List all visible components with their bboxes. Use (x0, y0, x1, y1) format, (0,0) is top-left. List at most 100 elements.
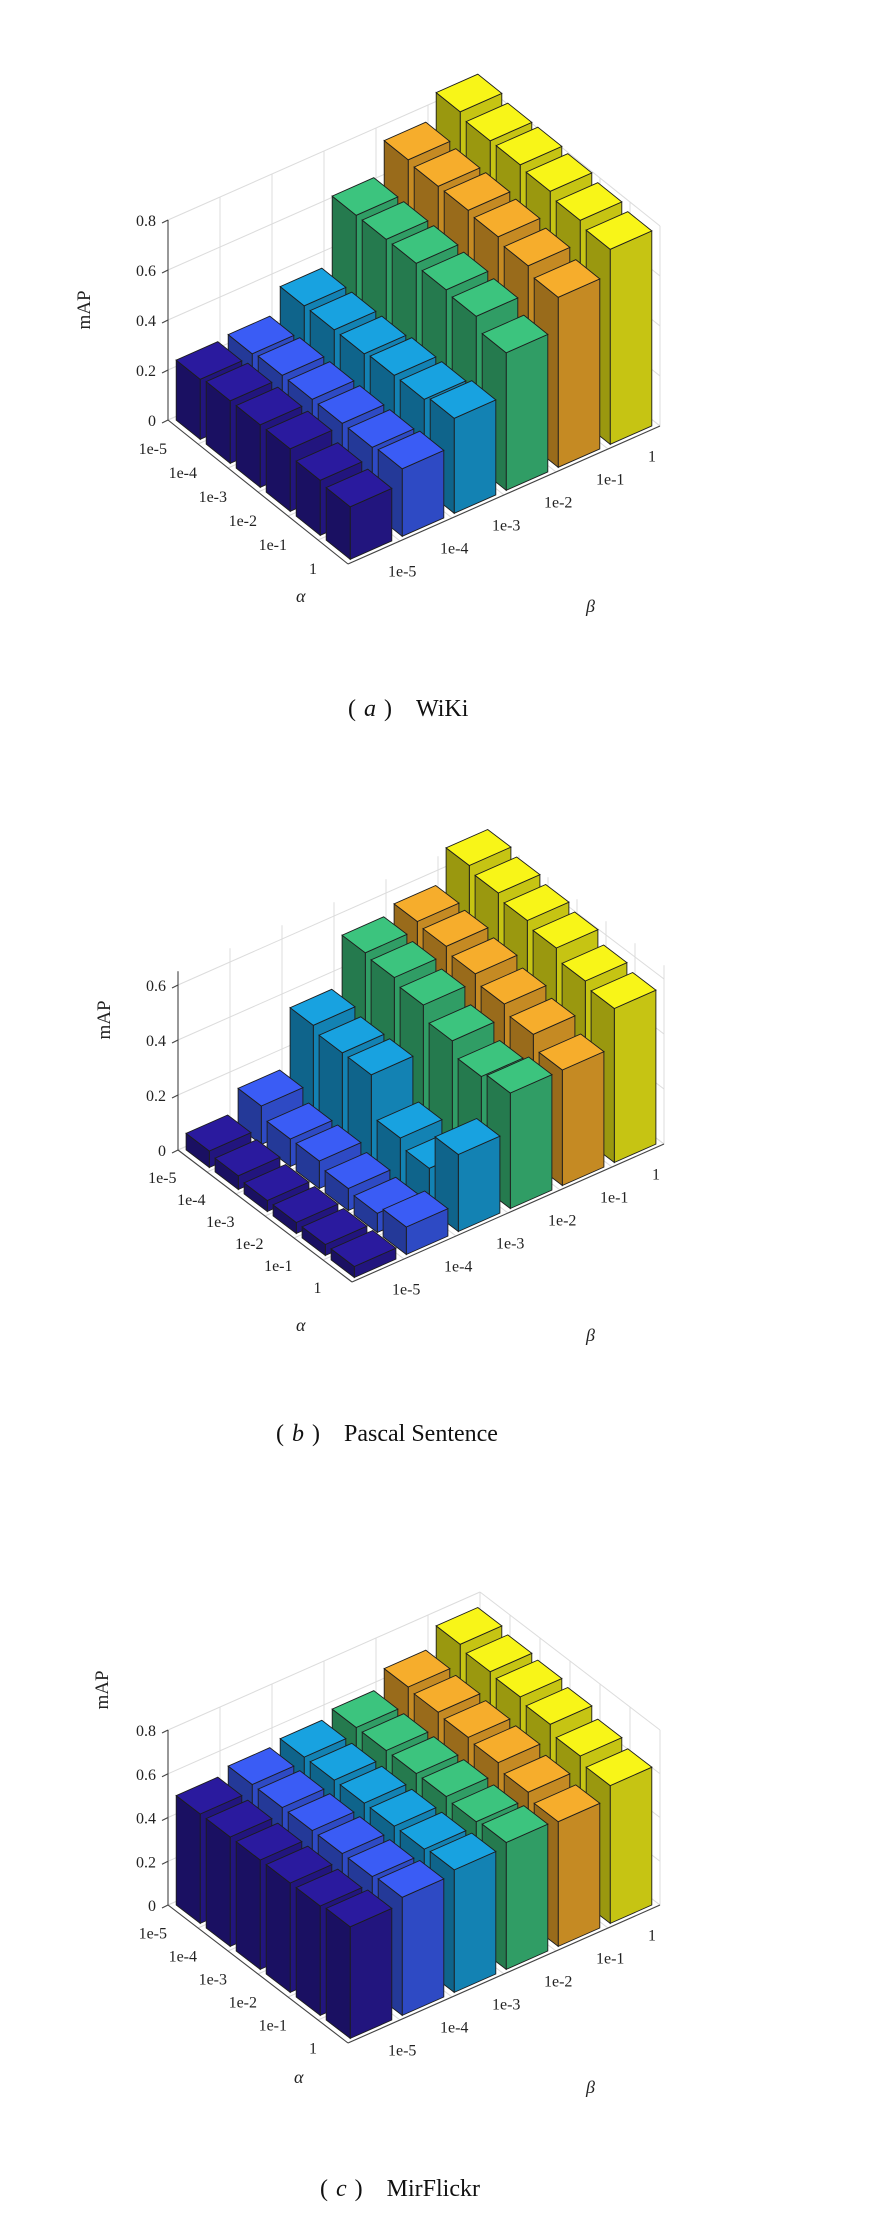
beta-tick-label: 1e-4 (440, 541, 468, 558)
bar-top-face (525, 1686, 593, 1725)
z-tick-label: 0 (148, 1898, 156, 1915)
beta-axis-label: β (585, 1325, 595, 1345)
bar-top-face (257, 1770, 325, 1809)
z-tick-mark (161, 319, 169, 324)
bar-top-face (266, 1102, 333, 1140)
beta-tick-label: 1e-1 (596, 1951, 624, 1968)
z-tick-label: 0.6 (136, 1767, 156, 1784)
bar-top-face (473, 1725, 541, 1764)
chart-wiki-axis-labels: mAP α β (74, 290, 595, 616)
bar-top-face (451, 278, 519, 317)
z-tick-mark (171, 984, 179, 989)
bar-top-face (590, 971, 657, 1010)
bar-top-face (265, 1845, 333, 1884)
beta-tick-label: 1e-1 (596, 472, 624, 489)
bar-top-face (429, 380, 497, 419)
alpha-tick-label: 1e-3 (199, 489, 227, 506)
alpha-axis-line (167, 1904, 349, 2044)
alpha-tick-label: 1e-4 (177, 1192, 205, 1209)
bar-top-face (369, 337, 437, 376)
alpha-tick-label: 1 (309, 2041, 317, 2058)
bar-top-face (347, 1038, 414, 1076)
bar-side-face (453, 399, 497, 514)
bar-top-face (377, 430, 445, 470)
bar-top-face (237, 1069, 304, 1107)
z-tick-mark (161, 1773, 169, 1778)
bar-top-face (370, 940, 437, 979)
bar-top-face (481, 1805, 549, 1844)
z-tick-mark (171, 1149, 179, 1154)
bar-top-face (325, 1889, 393, 1928)
bar (377, 430, 445, 538)
bar-top-face (533, 1784, 601, 1823)
bar-front-face (175, 1794, 201, 1925)
bar-top-face (555, 182, 623, 221)
caption-a: (a)WiKi (348, 696, 469, 722)
bar-top-face (495, 1659, 563, 1698)
bar-top-face (399, 968, 466, 1006)
bar-side-face (401, 1878, 445, 2017)
bar-top-face (451, 1784, 519, 1823)
alpha-tick-label: 1e-2 (229, 1995, 257, 2012)
bar-top-face (235, 1822, 303, 1861)
bar-top-face (443, 1700, 511, 1738)
bar-top-face (495, 126, 563, 166)
bar-top-face (443, 172, 511, 211)
alpha-tick-label: 1e-4 (169, 1949, 197, 1966)
caption-letter: c (336, 2176, 347, 2202)
alpha-tick-label: 1 (314, 1280, 322, 1297)
bar-top-face (421, 251, 489, 291)
bar-top-face (486, 1056, 553, 1094)
bar-top-face (465, 102, 533, 142)
z-tick-label: 0.6 (146, 978, 166, 995)
bar-side-face (557, 1802, 601, 1948)
bar-top-face (435, 1606, 503, 1645)
bar-top-face (434, 1117, 501, 1156)
bar-top-face (175, 1776, 243, 1815)
beta-tick-label: 1e-5 (388, 564, 416, 581)
bar-front-face (325, 1907, 351, 2040)
bar-top-face (324, 1151, 391, 1190)
alpha-tick-label: 1e-3 (206, 1214, 234, 1231)
bar (325, 468, 393, 561)
bar-top-face (227, 1747, 295, 1786)
bar-top-face (561, 944, 628, 982)
bar-top-face (272, 1185, 339, 1224)
bar-top-face (377, 1859, 445, 1898)
chart-wiki-bars (175, 73, 653, 561)
bar-top-face (309, 1742, 377, 1781)
beta-tick-label: 1e-2 (544, 1974, 572, 1991)
bar-top-face (525, 153, 593, 192)
beta-tick-label: 1e-2 (548, 1213, 576, 1230)
bar-top-face (265, 410, 333, 450)
alpha-tick-label: 1e-5 (139, 441, 167, 458)
bar-top-face (279, 267, 347, 307)
alpha-tick-label: 1e-1 (259, 537, 287, 554)
alpha-axis-label: α (296, 1315, 306, 1335)
z-tick-label: 0.4 (146, 1033, 166, 1050)
bar-top-face (532, 911, 599, 949)
bar-top-face (361, 201, 429, 240)
caption-close-paren: ) (384, 696, 392, 722)
bar-top-face (585, 1748, 653, 1787)
caption-open-paren: ( (348, 696, 356, 722)
bar-top-face (205, 362, 273, 402)
z-tick-label: 0.8 (136, 213, 156, 230)
bar-top-face (257, 337, 325, 376)
z-tick-label: 0 (158, 1143, 166, 1160)
bar-top-face (227, 315, 295, 355)
bar-top-face (428, 1004, 495, 1042)
bar-top-face (325, 468, 393, 508)
bar-top-face (399, 361, 467, 400)
alpha-tick-label: 1e-5 (148, 1170, 176, 1187)
beta-tick-label: 1e-4 (444, 1259, 472, 1276)
z-tick-mark (161, 419, 169, 424)
bar-top-face (243, 1163, 310, 1202)
bar-top-face (175, 341, 243, 380)
bar-top-face (480, 967, 547, 1005)
bar-top-face (318, 1016, 385, 1054)
alpha-tick-label: 1e-4 (169, 465, 197, 482)
alpha-axis-line (167, 419, 349, 565)
bar-top-face (383, 1649, 451, 1688)
